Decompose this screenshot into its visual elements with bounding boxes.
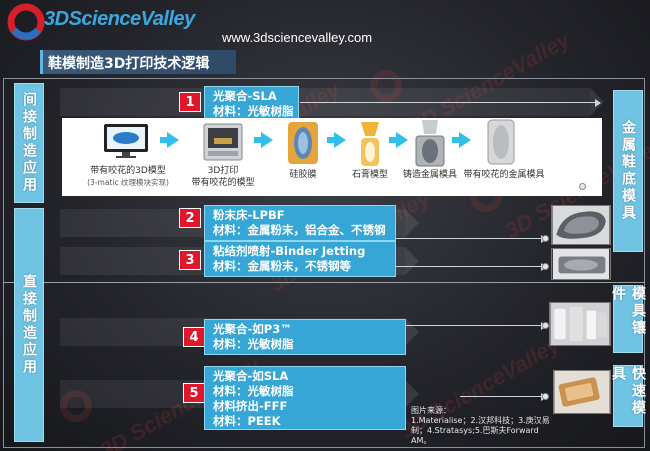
process-connector-arrow: [406, 322, 547, 330]
metal-casting-icon: [415, 120, 445, 167]
process-arrow-tip: [405, 380, 419, 408]
site-url: www.3dsciencevalley.com: [222, 30, 373, 45]
process-connector-arrow: [460, 393, 547, 401]
process-connector-arrow: [300, 99, 601, 107]
process-number-badge: 4: [183, 327, 205, 347]
watermark-logo-icon: [370, 70, 402, 102]
flow-arrow-stem: [327, 137, 335, 143]
process-label-p3: 光聚合-如P3™ 材料：光敏树脂: [204, 319, 406, 355]
process-arrow-tip: [405, 247, 419, 275]
process-connector-arrow: [396, 263, 547, 271]
connector-dot: [542, 322, 549, 329]
strip-end-dot: [579, 183, 586, 190]
strip-step-label: 带有咬花的金属模具: [463, 170, 545, 180]
strip-step-label: 石膏模型: [351, 170, 388, 180]
process-label-sla-fff: 光聚合-如SLA 材料：光敏树脂 材料挤出-FFF 材料：PEEK: [204, 366, 406, 430]
process-label-sla: 光聚合-SLA 材料：光敏树脂: [204, 86, 299, 122]
brand-logo-text: 3DScienceValley: [44, 8, 195, 30]
watermark-logo-icon: [60, 390, 92, 422]
connector-dot: [542, 393, 549, 400]
process-arrow-tip: [405, 318, 419, 346]
strip-step-label: 铸造金属模具: [402, 170, 457, 180]
metal-mold-icon: [487, 119, 515, 165]
page-title: 鞋模制造3D打印技术逻辑: [48, 56, 210, 72]
flow-arrow-icon: [396, 132, 408, 148]
monitor-shoe-icon: [104, 124, 148, 158]
output-label-rapid-tooling: 快速模具: [610, 365, 646, 427]
output-label-metal-sole-mold: 金属鞋底模具: [613, 90, 643, 252]
process-arrow-tip: [405, 209, 419, 237]
flow-arrow-stem: [452, 137, 460, 143]
connector-dot: [542, 235, 549, 242]
rapid-tooling-photo: [553, 370, 611, 414]
flow-arrow-icon: [167, 132, 179, 148]
section-label-indirect: 间接制造应用: [14, 83, 44, 203]
image-source-note: 图片来源： 1.Materialise；2.汉邦科技；3.庚汉易制；4.Stra…: [411, 406, 550, 445]
flow-arrow-icon: [459, 132, 471, 148]
process-number-badge: 1: [179, 92, 201, 112]
binder-jetting-mold-photo: [551, 248, 611, 280]
process-number-badge: 2: [179, 208, 201, 228]
diagram-frame: [3, 78, 645, 448]
process-number-badge: 5: [183, 383, 205, 403]
title-bar: [40, 50, 236, 74]
mold-insert-photo: [549, 302, 611, 346]
strip-step-label: 硅胶膜: [289, 170, 317, 180]
connector-dot: [542, 263, 549, 270]
flow-arrow-stem: [389, 137, 397, 143]
section-label-direct: 直接制造应用: [14, 208, 44, 442]
flow-arrow-icon: [261, 132, 273, 148]
flow-arrow-stem: [160, 137, 168, 143]
lpbf-mold-photo: [551, 205, 611, 245]
3d-printer-icon: [203, 123, 243, 161]
strip-step-label: 3D打印 带有咬花的模型: [191, 166, 255, 188]
process-connector-arrow: [396, 235, 547, 243]
section-divider: [3, 282, 645, 283]
flow-arrow-stem: [254, 137, 262, 143]
plaster-model-icon: [361, 122, 379, 166]
process-label-binder-jetting: 粘结剂喷射-Binder Jetting 材料：金属粉末，不锈钢等: [204, 241, 396, 277]
flow-arrow-icon: [334, 132, 346, 148]
process-label-lpbf: 粉末床-LPBF 材料：金属粉末，铝合金、不锈钢: [204, 205, 396, 241]
brand-logo-icon: [7, 3, 45, 41]
silicone-mold-icon: [288, 122, 318, 164]
output-label-mold-insert: 模具镶件: [610, 285, 646, 353]
strip-step-label: 带有咬花的3D模型 (3-matic 纹理模块实现): [87, 166, 169, 187]
process-number-badge: 3: [179, 250, 201, 270]
